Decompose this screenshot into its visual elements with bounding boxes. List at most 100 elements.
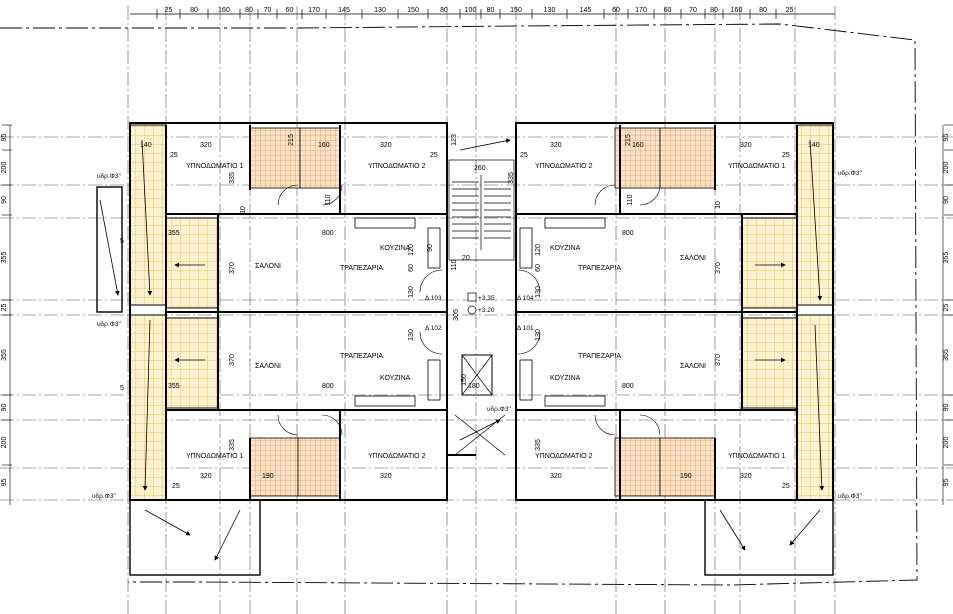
top-dim-label: 150: [407, 7, 419, 14]
side-dim-label: 355: [943, 349, 950, 361]
side-dim-label: 200: [943, 437, 950, 449]
room-label-dining-tl: ΤΡΑΠΕΖΑΡΙΑ: [340, 265, 383, 272]
dim-25-a: 25: [170, 152, 178, 159]
interior-dim-vertical: 110: [451, 259, 458, 270]
dim-800-a: 800: [322, 230, 334, 237]
dim-140-b: 140: [808, 142, 820, 149]
side-dim-label: 90: [1, 404, 8, 412]
top-dim-label: 70: [689, 7, 697, 14]
dim-5-b: 5: [120, 385, 124, 392]
dim-320-d: 320: [740, 142, 752, 149]
dim-320-h: 320: [740, 473, 752, 480]
top-dim-label: 145: [338, 7, 350, 14]
walls: [129, 122, 834, 501]
water-note-4: υδρ.Φ3": [838, 170, 862, 177]
interior-dim-vertical: 335: [535, 439, 542, 451]
interior-dim-vertical: 130: [408, 286, 415, 298]
side-dim-label: 355: [943, 252, 950, 264]
level-lower: +3.20: [478, 307, 495, 314]
bathrooms: [249, 127, 716, 497]
dim-190-a: 190: [262, 473, 274, 480]
side-dim-label: 95: [943, 134, 950, 142]
interior-dim-vertical: 60: [535, 264, 542, 272]
room-label-bed2-tl: ΥΠΝΟΔΩΜΑΤΙΟ 2: [368, 163, 426, 170]
dim-25-d: 25: [782, 152, 790, 159]
interior-dim-vertical: 110: [627, 194, 634, 205]
room-label-kitchen-br: ΚΟΥΖΙΝΑ: [550, 375, 581, 382]
water-note-6: υδρ.Φ3": [487, 406, 511, 413]
dim-320-b: 320: [380, 142, 392, 149]
top-dim-label: 80: [759, 7, 767, 14]
flat-104: Δ 104: [517, 295, 534, 302]
interior-dim-vertical: 10: [715, 201, 722, 209]
side-dim-label: 95: [1, 479, 8, 487]
dim-800-d: 800: [622, 383, 634, 390]
interior-dim-vertical: 130: [535, 286, 542, 298]
room-label-kitchen-tr: ΚΟΥΖΙΝΑ: [550, 245, 581, 252]
interior-dim-vertical: 335: [508, 172, 515, 184]
room-label-living-tr: ΣΑΛΟΝΙ: [680, 255, 706, 262]
interior-dim-vertical: 215: [625, 134, 632, 146]
top-dim-label: 130: [544, 7, 556, 14]
room-label-kitchen-bl: ΚΟΥΖΙΝΑ: [380, 375, 411, 382]
top-dim-label: 70: [264, 7, 272, 14]
interior-dim-vertical: 370: [715, 262, 722, 274]
interior-dim-vertical: 110: [325, 194, 332, 205]
room-labels: ΥΠΝΟΔΩΜΑΤΙΟ 1 ΥΠΝΟΔΩΜΑΤΙΟ 2 ΥΠΝΟΔΩΜΑΤΙΟ …: [186, 163, 786, 460]
room-label-dining-br: ΤΡΑΠΕΖΑΡΙΑ: [578, 353, 621, 360]
site-boundary: [0, 23, 918, 586]
level-upper: +3.35: [478, 295, 495, 302]
side-dim-label: 200: [943, 162, 950, 174]
room-label-bed2-br: ΥΠΝΟΔΩΜΑΤΙΟ 2: [535, 453, 593, 460]
top-dim-label: 170: [308, 7, 320, 14]
dim-320-a: 320: [200, 142, 212, 149]
grid-axes: [0, 6, 953, 614]
dim-355-a: 355: [168, 230, 180, 237]
dim-320-g: 320: [550, 473, 562, 480]
top-dim-label: 100: [465, 7, 477, 14]
dim-800-b: 800: [622, 230, 634, 237]
water-note-2: υδρ.Φ3": [97, 321, 121, 328]
interior-dim-vertical: 370: [229, 262, 236, 274]
dim-25-f: 25: [782, 483, 790, 490]
room-label-bed1-bl: ΥΠΝΟΔΩΜΑΤΙΟ 1: [186, 453, 244, 460]
kitchen-counters: [354, 217, 606, 407]
interior-dim-vertical: 120: [408, 244, 415, 256]
room-label-bed2-bl: ΥΠΝΟΔΩΜΑΤΙΟ 2: [368, 453, 426, 460]
interior-dim-vertical: 215: [288, 134, 295, 146]
dim-25-e: 25: [172, 483, 180, 490]
top-dim-label: 60: [664, 7, 672, 14]
flat-numbers: Δ 103 Δ 104 Δ 102 Δ 101 +3.35 +3.20: [425, 295, 534, 332]
dim-355-b: 355: [168, 383, 180, 390]
top-dim-label: 160: [218, 7, 230, 14]
interior-dim-vertical: 60: [408, 264, 415, 272]
interior-dim-vertical: 130: [408, 329, 415, 341]
interior-dim-vertical: 90: [427, 244, 434, 252]
interior-dim-vertical: 335: [229, 172, 236, 184]
top-dim-label: 160: [731, 7, 743, 14]
dim-320-f: 320: [380, 473, 392, 480]
balconies: [129, 124, 834, 501]
dim-160-b: 160: [632, 142, 644, 149]
room-label-kitchen-tl: ΚΟΥΖΙΝΑ: [380, 245, 411, 252]
side-dim-label: 25: [1, 304, 8, 312]
dim-320-c: 320: [550, 142, 562, 149]
flat-103: Δ 103: [425, 295, 442, 302]
water-note-5: υδρ.Φ3": [838, 493, 862, 500]
interior-dim-vertical: 370: [229, 354, 236, 366]
dim-180-a: 180: [468, 383, 480, 390]
water-note-1: υδρ.Φ3": [97, 173, 121, 180]
flat-101: Δ 101: [517, 325, 534, 332]
top-dim-label: 145: [580, 7, 592, 14]
side-dim-label: 200: [1, 437, 8, 449]
interior-dim-vertical: 305: [453, 309, 460, 321]
interior-dim-vertical: 130: [535, 329, 542, 341]
room-label-bed1-tl: ΥΠΝΟΔΩΜΑΤΙΟ 1: [186, 163, 244, 170]
top-dim-label: 80: [440, 7, 448, 14]
top-dim-label: 80: [190, 7, 198, 14]
flat-102: Δ 102: [425, 325, 442, 332]
top-dim-label: 80: [710, 7, 718, 14]
